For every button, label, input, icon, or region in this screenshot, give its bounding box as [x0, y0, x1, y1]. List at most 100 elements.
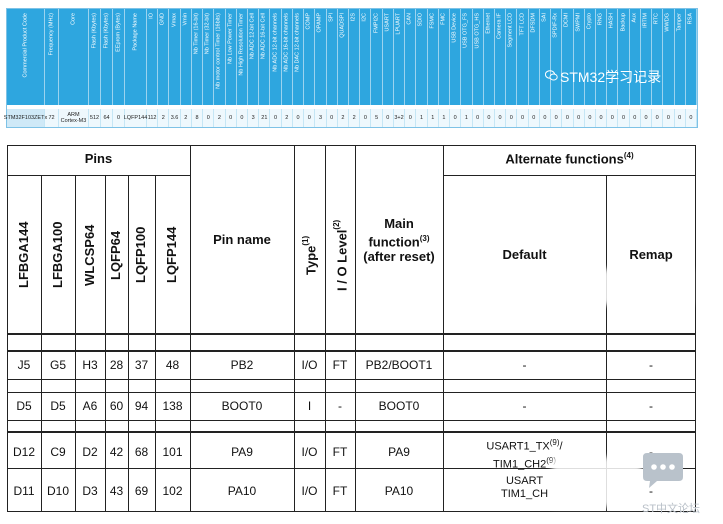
watermark-text: STM32学习记录 — [560, 69, 662, 85]
feature-value-cell: 1 — [439, 109, 451, 127]
cell-io-level: FT — [332, 445, 348, 459]
feature-header-cell: TFT LCD — [517, 9, 529, 105]
feature-value-cell: 1 — [428, 109, 439, 127]
cell-lfbga144: J5 — [17, 358, 31, 372]
cell-type: I/O — [301, 358, 318, 372]
col-rule — [695, 145, 696, 512]
cell-lfbga144: D11 — [13, 484, 35, 498]
feature-value-cell: 3 — [315, 109, 327, 127]
feature-value-cell: 0 — [237, 109, 248, 127]
feature-value-cell: 0 — [663, 109, 675, 127]
feature-header-cell: I2S — [349, 9, 361, 105]
feature-header-cell: DCMI — [562, 9, 574, 105]
feature-header-cell: FMC — [439, 9, 451, 105]
cell-main-function: PA10 — [384, 484, 414, 498]
feature-value-cell: 1 — [461, 109, 473, 127]
feature-value-cell: 0 — [562, 109, 574, 127]
alternate-functions-header: Alternate functions(4) — [505, 151, 634, 167]
feature-value-cell: 0 — [113, 109, 125, 127]
feature-header-cell: Nb ADC 12-bit Cell — [248, 9, 260, 105]
feature-header-cell: Nb DAC 12-bit channels — [293, 9, 305, 105]
rule-header-bottom — [7, 333, 696, 335]
feature-header-cell: Vmax — [169, 9, 181, 105]
feature-header-cell: Camera IF — [495, 9, 507, 105]
feature-header-cell: HASH — [607, 9, 619, 105]
header-type: Type(1) — [301, 235, 319, 275]
feature-value-cell: 3.6 — [169, 109, 181, 127]
feature-value-cell: 0 — [675, 109, 686, 127]
feature-header-cell: Nb Timer (16-bit) — [192, 9, 204, 105]
feature-header-cell: Flash (Kbytes) — [101, 9, 113, 105]
cell-remap: - — [649, 445, 653, 459]
rule-row1-bottom — [7, 379, 696, 380]
feature-value-cell: 0 — [226, 109, 237, 127]
rule-top — [7, 145, 696, 146]
col-rule — [325, 145, 326, 512]
feature-header-cell: I2C — [360, 9, 372, 105]
feature-header-cell: GND — [158, 9, 170, 105]
cell-type: I — [307, 399, 312, 413]
cell-lqfp100: 68 — [134, 445, 149, 459]
header-remap: Remap — [629, 247, 673, 262]
feature-header-cell: SDIO — [416, 9, 428, 105]
cell-lfbga144: D5 — [16, 399, 32, 413]
feature-header-cell: RTC — [652, 9, 664, 105]
cell-lqfp64: 42 — [109, 445, 124, 459]
feature-value-cell: 8 — [192, 109, 204, 127]
feature-header-cell: Segment LCD — [506, 9, 518, 105]
col-rule — [155, 175, 156, 512]
feature-value-cell: 0 — [484, 109, 495, 127]
feature-header-cell: USART — [383, 9, 394, 105]
pin-table: Pins Alternate functions(4) LFBGA144 LFB… — [7, 145, 696, 517]
header-lfbga144: LFBGA144 — [16, 221, 31, 289]
feature-value-cell: 0 — [652, 109, 664, 127]
feature-value-cell: 3+2 — [394, 109, 406, 127]
feature-value-cell: 0 — [327, 109, 338, 127]
feature-header-cell: RNG — [596, 9, 608, 105]
col-rule — [190, 145, 191, 512]
blur-overlay — [522, 269, 692, 305]
rule-alt-group — [443, 175, 696, 176]
feature-header-cell: IRTIM — [641, 9, 653, 105]
feature-value-cell: 2 — [181, 109, 192, 127]
feature-header-cell: Package Name — [125, 9, 147, 105]
feature-value-cell: 0 — [517, 109, 529, 127]
feature-value-cell: 512 — [89, 109, 101, 127]
feature-value-cell: 0 — [203, 109, 215, 127]
wechat-logo-icon — [545, 70, 558, 81]
header-io-level: I / O Level(2) — [332, 219, 350, 291]
header-lqfp144: LQFP144 — [164, 226, 179, 284]
rule-row1-top — [7, 350, 696, 352]
feature-value-cell: 72 — [45, 109, 59, 127]
feature-header-cell: USB OTG_HS — [473, 9, 484, 105]
feature-value-cell: STM32F103ZETx — [4, 109, 47, 127]
cell-lqfp64: 28 — [109, 358, 124, 372]
feature-value-cell: 2 — [158, 109, 170, 127]
feature-header-cell: Vmin — [181, 9, 192, 105]
feature-header-cell: Backup — [618, 9, 630, 105]
cell-lfbga100: D5 — [50, 399, 66, 413]
col-rule — [443, 145, 444, 512]
rule-bottom — [7, 511, 696, 512]
feature-value-cell: 0 — [618, 109, 630, 127]
cell-io-level: - — [338, 399, 342, 413]
feature-header-cell: Flash (Kbytes) — [89, 9, 101, 105]
feature-value-cell: 0 — [686, 109, 697, 127]
feature-header-cell: EEprom (Bytes) — [113, 9, 125, 105]
cell-lqfp64: 43 — [109, 484, 124, 498]
cell-default: - — [522, 358, 527, 372]
feature-header-cell: SPI — [327, 9, 338, 105]
cell-lqfp144: 138 — [162, 399, 183, 413]
feature-header-cell: COMP — [304, 9, 316, 105]
col-rule — [41, 175, 42, 512]
cell-main-function: BOOT0 — [378, 399, 420, 413]
rule-row3-bottom — [7, 468, 696, 469]
cell-wlcsp64: D2 — [82, 445, 98, 459]
col-rule — [75, 175, 76, 512]
cell-main-function: PB2/BOOT1 — [365, 358, 433, 372]
feature-value-cell: 0 — [270, 109, 282, 127]
feature-header-cell: FMPI2C — [371, 9, 383, 105]
feature-header-cell: Frequency (MHz) — [45, 9, 59, 105]
cell-type: I/O — [301, 445, 318, 459]
cell-lqfp100: 94 — [134, 399, 149, 413]
